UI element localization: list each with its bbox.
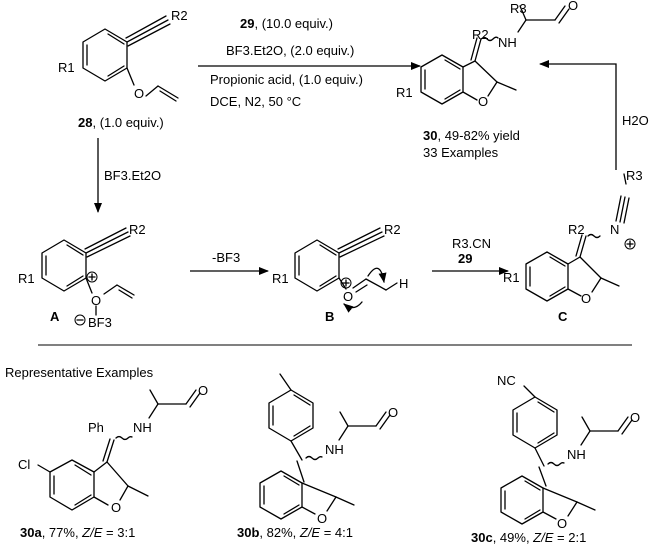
ring-oxygen-30a: O bbox=[111, 500, 121, 515]
oxygen-label-a: O bbox=[91, 293, 101, 308]
hydrogen-label-b: H bbox=[399, 276, 408, 291]
carbonyl-oxygen-30a: O bbox=[198, 383, 208, 398]
ring-oxygen-30: O bbox=[478, 94, 488, 109]
r2-label-30: R2 bbox=[472, 27, 489, 42]
carbonyl-oxygen-30: O bbox=[568, 0, 578, 13]
nh-label-30c: NH bbox=[567, 447, 586, 462]
r2-label-28: R2 bbox=[171, 8, 188, 23]
nitrile-reagent: R3.CN bbox=[452, 236, 491, 251]
ring-oxygen-30b: O bbox=[317, 511, 327, 526]
product-examples: 33 Examples bbox=[423, 145, 499, 160]
r1-label-c: R1 bbox=[503, 270, 520, 285]
nitrile-reagent-number: 29 bbox=[458, 251, 472, 266]
loss-bf3: -BF3 bbox=[212, 250, 240, 265]
condition-lewis-acid: BF3.Et2O, (2.0 equiv.) bbox=[226, 43, 354, 58]
example-30a: Ph NH O O Cl 30a, 77%, Z/E = 3:1 bbox=[18, 383, 208, 540]
product-30: R2 NH R3 O O R1 30, 49-82% yield 33 Exam… bbox=[396, 0, 578, 160]
nitrogen-label-c: N bbox=[610, 222, 619, 237]
caption-30a: 30a, 77%, Z/E = 3:1 bbox=[20, 525, 135, 540]
examples-title: Representative Examples bbox=[5, 365, 154, 380]
r2-label-a: R2 bbox=[129, 222, 146, 237]
chloro-label-30a: Cl bbox=[18, 457, 30, 472]
r1-label-28: R1 bbox=[58, 60, 75, 75]
carbonyl-oxygen-30b: O bbox=[388, 405, 398, 420]
oxygen-label-b: O bbox=[343, 289, 353, 304]
nh-label-30b: NH bbox=[325, 442, 344, 457]
activation-reagent: BF3.Et2O bbox=[104, 168, 161, 183]
r1-label-30: R1 bbox=[396, 85, 413, 100]
intermediate-c: R2 R3 N O R1 C bbox=[503, 168, 643, 324]
hydrolysis-arrow bbox=[539, 60, 617, 170]
bf3-label-a: BF3 bbox=[88, 315, 112, 330]
label-c: C bbox=[558, 309, 568, 324]
starting-material-28: R2 R1 O 28, (1.0 equiv.) bbox=[58, 8, 188, 130]
r1-label-a: R1 bbox=[18, 271, 35, 286]
label-a: A bbox=[50, 309, 60, 324]
hydrolysis-reagent: H2O bbox=[622, 113, 649, 128]
nitrile-label-30c: NC bbox=[497, 373, 516, 388]
caption-30c: 30c, 49%, Z/E = 2:1 bbox=[471, 530, 586, 545]
oxygen-label-28: O bbox=[134, 86, 144, 101]
r1-label-b: R1 bbox=[272, 271, 289, 286]
example-30c: NC NH O O 30c, 49%, Z/E = 2:1 bbox=[471, 373, 640, 545]
carbonyl-oxygen-30c: O bbox=[630, 410, 640, 425]
condition-solvent: DCE, N2, 50 °C bbox=[210, 94, 301, 109]
compound-label-28: 28, (1.0 equiv.) bbox=[78, 115, 164, 130]
r2-label-c: R2 bbox=[568, 222, 585, 237]
r3-label-30: R3 bbox=[510, 1, 527, 16]
ring-oxygen-c: O bbox=[581, 291, 591, 306]
product-yield-30: 30, 49-82% yield bbox=[423, 128, 520, 143]
phenyl-label-30a: Ph bbox=[88, 420, 104, 435]
intermediate-b: R2 R1 O H B bbox=[272, 222, 408, 324]
r2-label-b: R2 bbox=[384, 222, 401, 237]
example-30b: NH O O 30b, 82%, Z/E = 4:1 bbox=[237, 373, 398, 540]
intermediate-a: R2 R1 O BF3 A bbox=[18, 222, 146, 330]
nh-label-30: NH bbox=[498, 35, 517, 50]
r3-label-c: R3 bbox=[626, 168, 643, 183]
ring-oxygen-30c: O bbox=[557, 516, 567, 531]
label-b: B bbox=[325, 309, 334, 324]
condition-reagent-29: 29, (10.0 equiv.) bbox=[240, 16, 333, 31]
condition-acid: Propionic acid, (1.0 equiv.) bbox=[210, 72, 363, 87]
nh-label-30a: NH bbox=[133, 420, 152, 435]
caption-30b: 30b, 82%, Z/E = 4:1 bbox=[237, 525, 353, 540]
